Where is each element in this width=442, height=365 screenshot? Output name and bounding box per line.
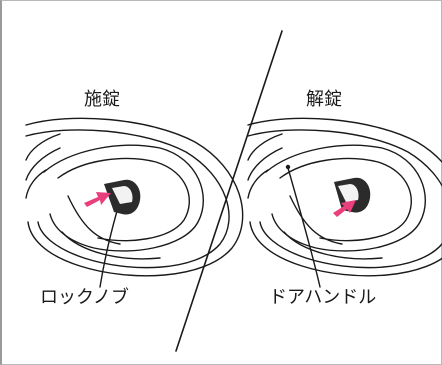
door-handle-label: ドアハンドル <box>269 287 377 308</box>
door-handle-leader-line <box>287 167 321 288</box>
left-door-panel <box>25 117 244 277</box>
lock-title: 施錠 <box>84 89 120 110</box>
door-handle-marker <box>285 164 291 170</box>
lock-knob <box>104 179 141 215</box>
lock-direction-arrow <box>84 192 111 207</box>
divider-line <box>175 30 283 352</box>
unlock-direction-arrow <box>333 200 356 217</box>
lock-knob-label: ロックノブ <box>40 287 129 308</box>
right-door-panel <box>247 117 442 277</box>
lock-knob-leader-line <box>99 210 118 288</box>
unlock-title: 解錠 <box>306 89 342 110</box>
